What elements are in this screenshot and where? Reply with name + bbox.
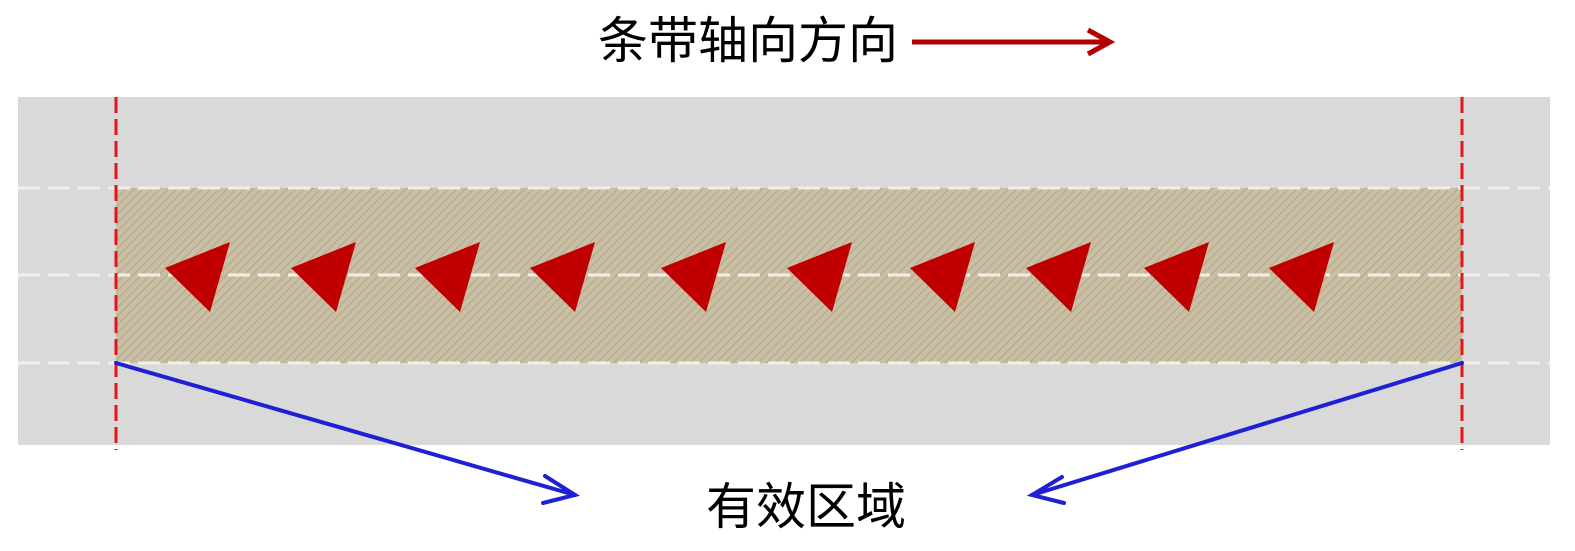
triangle-left-icon [415, 242, 480, 312]
triangle-left-icon [1269, 242, 1334, 312]
effective-region-label: 有效区域 [706, 478, 906, 536]
triangle-left-icon [530, 242, 595, 312]
triangle-left-icon [1026, 242, 1091, 312]
triangle-left-icon [1144, 242, 1209, 312]
pointer-arrow-icon-right [1026, 361, 1464, 505]
pointer-arrow-icon-left [114, 361, 581, 505]
right-arrow-head [1086, 27, 1116, 57]
triangle-left-icon [910, 242, 975, 312]
triangle-left-icon [165, 242, 230, 312]
pointer-arrow-right-shaft [1030, 361, 1464, 497]
triangle-left-icon [787, 242, 852, 312]
axial-direction-label: 条带轴向方向 [598, 12, 898, 70]
triangle-left-icon [661, 242, 726, 312]
pointer-arrow-right-head [1026, 475, 1066, 505]
pointer-arrow-left-head [541, 474, 581, 505]
triangle-left-icon [291, 242, 356, 312]
triangle-markers [165, 242, 1334, 312]
right-arrow-icon [912, 27, 1116, 57]
pointer-arrow-left-shaft [114, 361, 577, 497]
